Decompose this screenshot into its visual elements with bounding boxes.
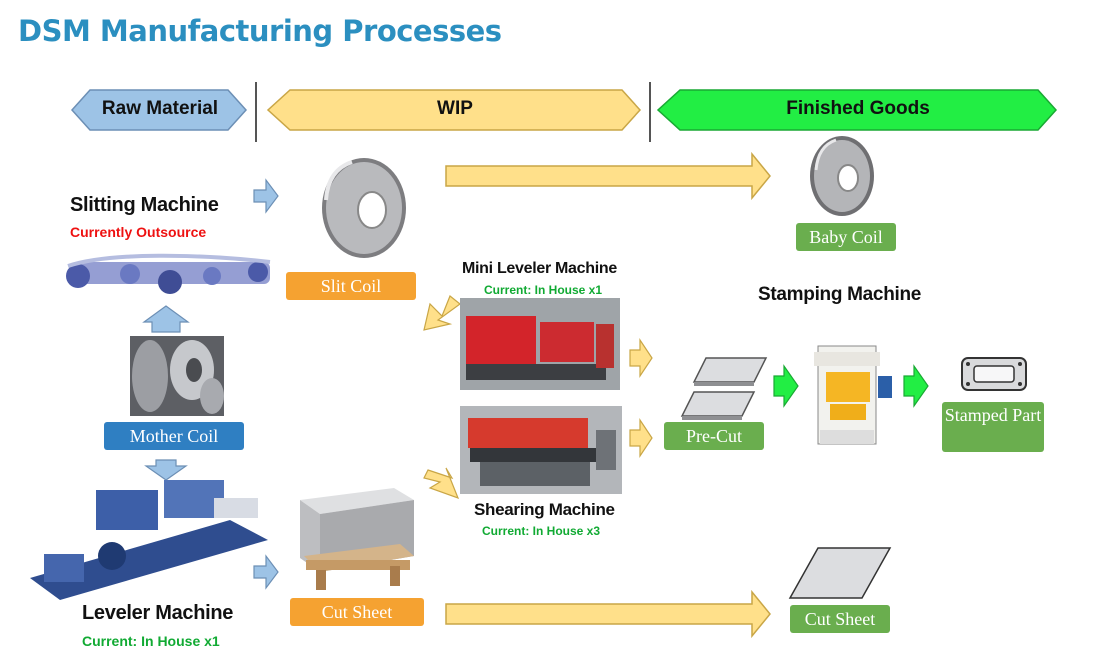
cut-sheet-to-shearing-arrow <box>423 467 460 500</box>
slit-coil-image <box>322 158 406 258</box>
pre-cut-tag: Pre-Cut <box>664 422 764 450</box>
baby-coil-image <box>810 136 874 216</box>
leveler-to-cut-sheet-arrow <box>253 554 279 590</box>
mother-coil-image <box>130 336 224 416</box>
mini-leveler-image <box>460 298 620 390</box>
slitting-to-slit-coil-arrow <box>253 178 279 214</box>
raw-material-header: Raw Material <box>101 98 219 119</box>
leveler-machine-image <box>30 480 268 600</box>
cut-sheet-flow-arrow <box>445 589 771 639</box>
stamping-machine-image <box>814 345 892 445</box>
stamping-to-part-arrow <box>903 364 929 408</box>
mini-leveler-to-precut-arrow <box>629 338 653 378</box>
slit-coil-tag: Slit Coil <box>286 272 416 300</box>
finished-cut-sheet-image <box>788 547 892 599</box>
cut-sheet-stack-image <box>300 488 414 590</box>
mother-coil-tag: Mother Coil <box>104 422 244 450</box>
shearing-machine-image <box>460 406 622 494</box>
mother-coil-down-arrow <box>144 459 188 481</box>
leveler-machine-label: Leveler Machine <box>82 602 234 624</box>
slit-to-mini-leveler-arrow <box>423 295 461 331</box>
baby-coil-tag: Baby Coil <box>796 223 896 251</box>
slitting-machine-label: Slitting Machine <box>70 194 219 216</box>
slit-to-baby-coil-arrow <box>445 151 771 201</box>
wip-header: WIP <box>437 98 473 119</box>
wip-header-shape <box>266 89 642 131</box>
page-title: DSM Manufacturing Processes <box>18 14 502 48</box>
precut-to-stamping-arrow <box>773 364 799 408</box>
stamped-part-image <box>961 357 1027 391</box>
raw-material-header-shape <box>70 89 248 131</box>
mother-coil-up-arrow <box>142 305 190 333</box>
stamped-part-tag: Stamped Part <box>942 402 1044 452</box>
cut-sheet-wip-tag: Cut Sheet <box>290 598 424 626</box>
leveler-machine-status: Current: In House x1 <box>82 633 220 649</box>
mini-leveler-status: Current: In House x1 <box>484 283 603 297</box>
finished-goods-header-shape <box>656 89 1058 131</box>
shearing-machine-status: Current: In House x3 <box>482 524 601 538</box>
slitting-machine-image <box>66 253 271 294</box>
shearing-machine-label: Shearing Machine <box>474 500 615 519</box>
shearing-to-precut-arrow <box>629 418 653 458</box>
mini-leveler-machine-label: Mini Leveler Machine <box>462 260 617 277</box>
stamping-machine-label: Stamping Machine <box>758 284 922 305</box>
pre-cut-plates-image <box>680 357 768 420</box>
slitting-machine-status: Currently Outsource <box>70 224 207 240</box>
finished-goods-header: Finished Goods <box>786 98 930 119</box>
cut-sheet-finished-tag: Cut Sheet <box>790 605 890 633</box>
